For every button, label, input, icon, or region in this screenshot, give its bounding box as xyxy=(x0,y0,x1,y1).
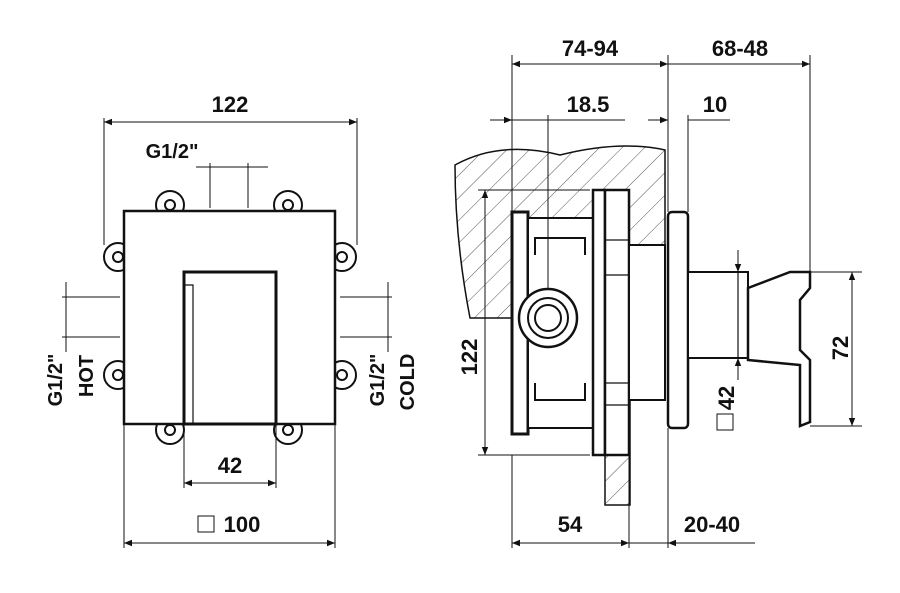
cold-thread-label: G1/2" xyxy=(367,354,389,407)
cartridge-housing xyxy=(628,244,666,401)
inlet-port-inner xyxy=(534,304,562,332)
front-view: 122 G1/2" G1/2" HOT G1/2" COLD 42 100 xyxy=(45,92,419,548)
dim-wall-label: 20-40 xyxy=(684,512,740,537)
lever-edge xyxy=(183,284,194,424)
thread-top-label: G1/2" xyxy=(146,141,199,163)
dim-projection-label: 68-48 xyxy=(712,36,768,61)
lever-outline xyxy=(182,270,278,426)
dim-plate-label: 10 xyxy=(703,92,727,117)
dim100-label: 100 xyxy=(224,512,261,537)
square-symbol-icon xyxy=(197,515,215,533)
dim-offset-label: 18.5 xyxy=(567,92,610,117)
dim-handle-square-label: 42 xyxy=(714,386,739,410)
cold-label: COLD xyxy=(397,354,419,411)
square-symbol-side-icon xyxy=(716,413,734,431)
dim-width-label: 122 xyxy=(212,92,249,117)
inlet-port-mid xyxy=(527,297,569,339)
handle-lever xyxy=(746,270,812,428)
dim42-label: 42 xyxy=(218,453,242,478)
body-plate-b xyxy=(603,188,631,457)
bracket-top xyxy=(534,237,586,255)
dim-handle-height-label: 72 xyxy=(828,336,853,360)
dim-height-label: 122 xyxy=(457,339,482,376)
body-plate-a xyxy=(591,188,607,457)
side-view: 74-94 68-48 18.5 10 122 72 42 xyxy=(454,36,862,548)
dim-depth-label: 74-94 xyxy=(562,36,619,61)
dim-body-depth-label: 54 xyxy=(558,512,583,537)
bracket-bottom xyxy=(534,383,586,401)
handle-stem xyxy=(687,271,749,359)
hot-label: HOT xyxy=(76,355,98,397)
hot-thread-label: G1/2" xyxy=(45,354,67,407)
side-cover-plate xyxy=(666,210,690,430)
